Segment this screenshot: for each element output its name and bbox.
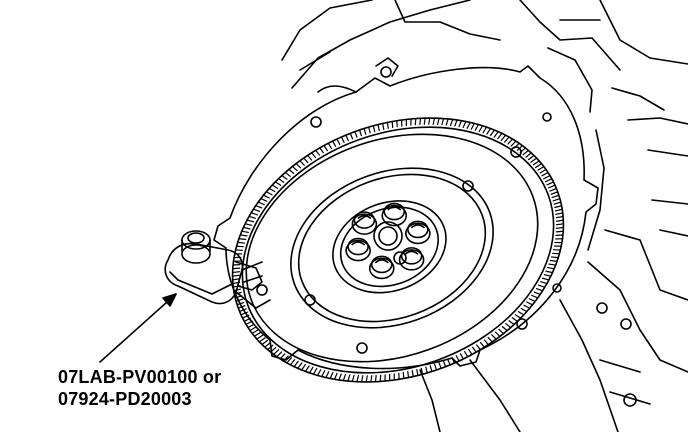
flywheel-bolt xyxy=(351,211,378,235)
flywheel-holder-tool xyxy=(164,230,271,309)
gear-tooth-set xyxy=(231,117,565,383)
flywheel xyxy=(245,133,539,363)
flywheel-bolt xyxy=(381,202,408,227)
callout-line-1: 07LAB-PV00100 or xyxy=(58,367,222,387)
callout-line-2: 07924-PD20003 xyxy=(58,389,192,409)
flywheel-bolt xyxy=(368,255,395,280)
flywheel-dowel-hole xyxy=(462,180,474,192)
crankshaft-center xyxy=(373,221,403,251)
flywheel-dowel-hole xyxy=(304,294,316,306)
engine-block-outline xyxy=(281,0,688,432)
flywheel-bolts xyxy=(345,202,431,280)
flywheel-bolt xyxy=(405,220,431,245)
special-tool-callout: 07LAB-PV00100 or 07924-PD20003 xyxy=(58,366,221,410)
flywheel-bolt xyxy=(345,237,371,262)
ring-gear xyxy=(231,117,565,383)
callout-arrow xyxy=(99,293,177,363)
flywheel-bolt xyxy=(398,247,425,271)
ring-gear-teeth xyxy=(231,117,565,383)
